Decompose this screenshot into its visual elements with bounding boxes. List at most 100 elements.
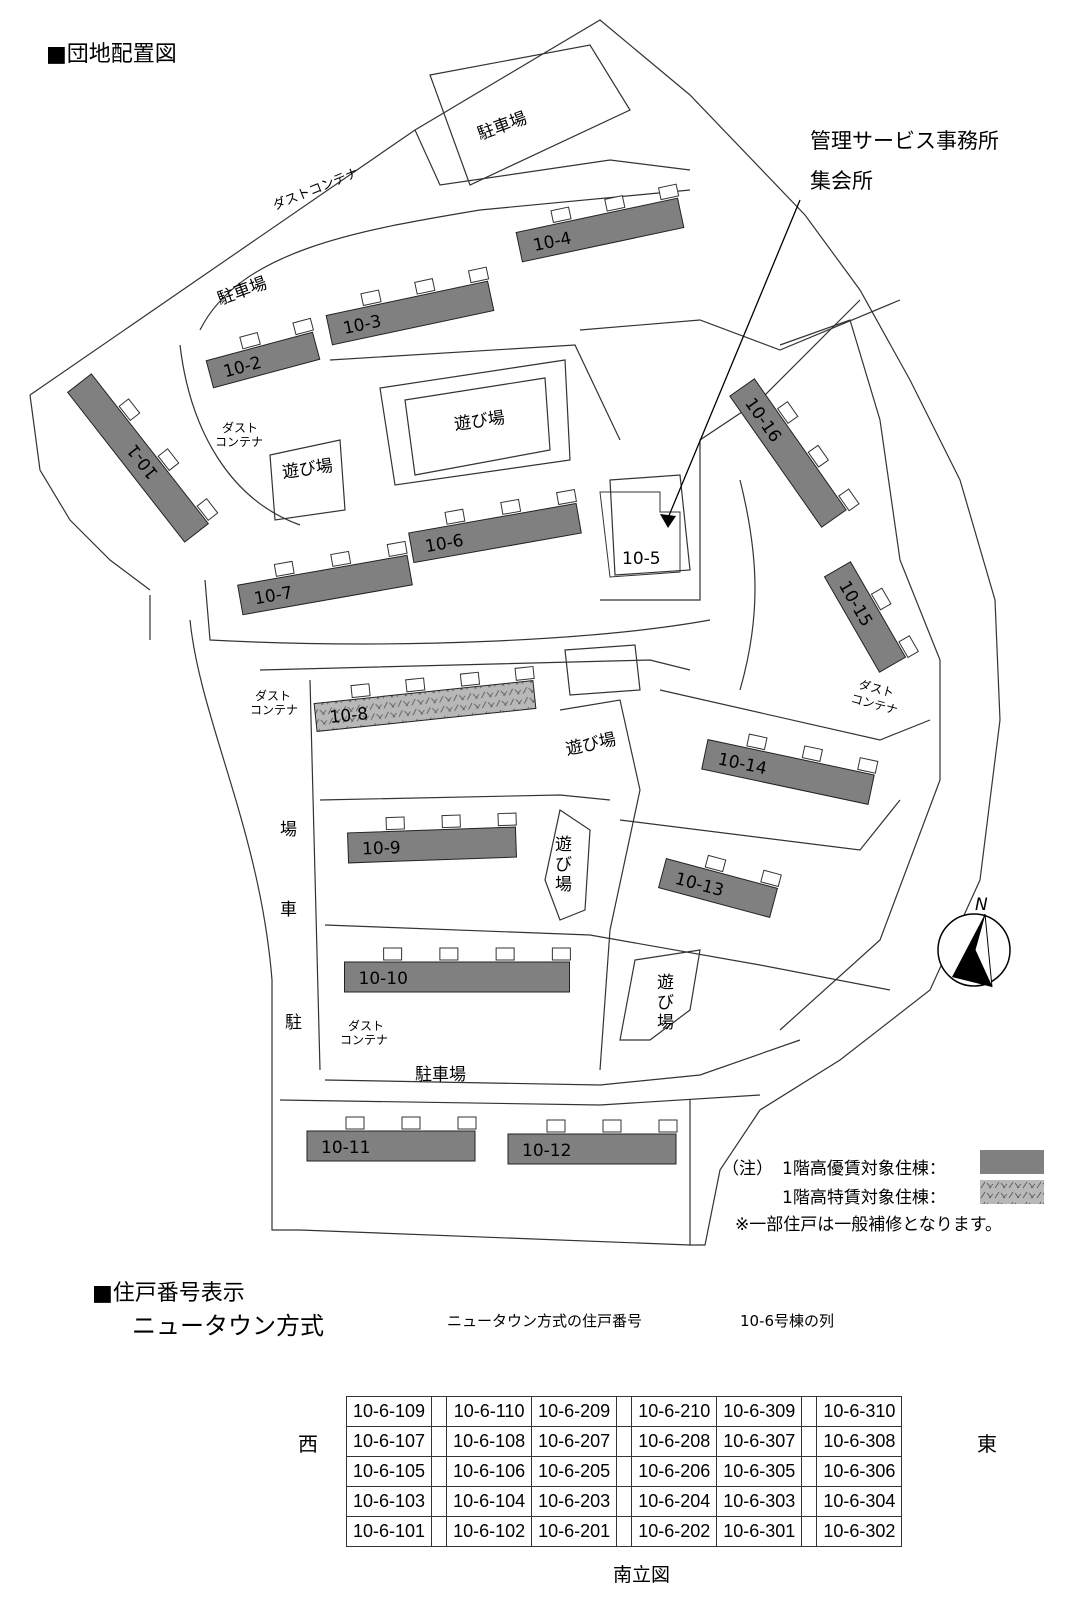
map-title: ■団地配置図: [46, 42, 177, 67]
unit-number: 10-6-201: [531, 1516, 618, 1547]
west-label: 西: [298, 1432, 318, 1456]
playground-label: び: [657, 993, 674, 1013]
building-10-6[interactable]: 10-6: [406, 488, 582, 564]
stair-gap: [616, 1396, 633, 1427]
stair-gap: [616, 1426, 633, 1457]
playground-label: 遊: [657, 973, 674, 993]
legend-footnote: ※一部住戸は一般補修となります。: [735, 1215, 1003, 1235]
unit-number: 10-6-209: [531, 1396, 618, 1427]
building-10-11[interactable]: 10-11: [306, 1116, 477, 1162]
building-label: 10-10: [359, 969, 408, 989]
unit-number: 10-6-305: [716, 1456, 803, 1487]
building-10-9[interactable]: 10-9: [347, 812, 517, 864]
building-label: 10-9: [362, 838, 401, 859]
unit-number: 10-6-107: [345, 1426, 433, 1457]
unit-number: 10-6-202: [631, 1516, 718, 1547]
parking-label: 駐車場: [215, 273, 270, 309]
stair-gap: [801, 1396, 818, 1427]
building-10-4[interactable]: 10-4: [513, 183, 685, 263]
parking-label: 駐車場: [415, 1065, 466, 1085]
building-10-3[interactable]: 10-3: [323, 266, 495, 346]
parking-vertical-label: 場: [280, 820, 297, 840]
building-10-16[interactable]: 10-16: [729, 371, 860, 529]
meeting-hall-label: 集会所: [810, 169, 873, 193]
playground-label: 遊び場: [453, 408, 506, 435]
unit-number: 10-6-101: [345, 1516, 433, 1547]
office-label: 管理サービス事務所: [810, 129, 999, 153]
unit-number: 10-6-306: [816, 1456, 903, 1487]
playground-label: 遊: [555, 835, 572, 855]
stair-gap: [801, 1516, 818, 1547]
unit-number: 10-6-302: [816, 1516, 903, 1547]
dust-container-label: ダスト: [348, 1018, 384, 1033]
building-10-2[interactable]: 10-2: [203, 317, 322, 389]
unit-number: 10-6-303: [716, 1486, 803, 1517]
building-10-8[interactable]: 10-8: [313, 665, 538, 732]
unit-number: 10-6-110: [446, 1396, 533, 1427]
unit-number: 10-6-308: [816, 1426, 903, 1457]
playground-label: 場: [555, 875, 572, 895]
unit-number: 10-6-109: [345, 1396, 433, 1427]
stair-gap: [801, 1486, 818, 1517]
dust-container-label: コンテナ: [215, 435, 263, 449]
east-label: 東: [977, 1432, 997, 1456]
legend-priority-swatch: [980, 1150, 1044, 1174]
unit-number: 10-6-208: [631, 1426, 718, 1457]
unit-number: 10-6-207: [531, 1426, 618, 1457]
unit-number: 10-6-309: [716, 1396, 803, 1427]
unit-number: 10-6-301: [716, 1516, 803, 1547]
stair-gap: [801, 1456, 818, 1487]
stair-gap: [616, 1486, 633, 1517]
stair-gap: [431, 1486, 448, 1517]
stair-gap: [431, 1426, 448, 1457]
building-10-12[interactable]: 10-12: [507, 1119, 678, 1165]
north-compass: N: [937, 895, 1011, 988]
building-10-7[interactable]: 10-7: [235, 540, 413, 616]
unit-number: 10-6-210: [631, 1396, 718, 1427]
stair-gap: [431, 1456, 448, 1487]
unit-number: 10-6-105: [345, 1456, 433, 1487]
units-caption: ニュータウン方式の住戸番号: [447, 1312, 643, 1330]
dust-container-label: ダストコンテナ: [271, 166, 361, 214]
parking-label: 駐車場: [475, 108, 530, 144]
playground-label: び: [555, 855, 572, 875]
legend-special-swatch: [980, 1180, 1044, 1204]
unit-number: 10-6-205: [531, 1456, 618, 1487]
unit-number: 10-6-104: [446, 1486, 533, 1517]
dust-container-label: ダスト: [222, 420, 258, 435]
dust-container-label: コンテナ: [250, 703, 298, 717]
playground-label: 場: [657, 1013, 674, 1033]
units-caption-building: 10-6号棟の列: [740, 1312, 835, 1330]
stair-gap: [431, 1516, 448, 1547]
dust-container-label: ダスト: [255, 688, 291, 703]
unit-number: 10-6-106: [446, 1456, 533, 1487]
dust-container-label: コンテナ: [340, 1033, 388, 1047]
parking-vertical-label: 駐: [285, 1013, 302, 1033]
building-10-15[interactable]: 10-15: [823, 555, 920, 674]
stair-gap: [431, 1396, 448, 1427]
site-map: 10-110-210-310-4 10-5 10-610-7 10-8 10-9 10-1…: [29, 19, 1011, 1246]
unit-number: 10-6-310: [816, 1396, 903, 1427]
office-arrow: [667, 199, 801, 519]
playground-label: 遊び場: [281, 456, 334, 483]
building-10-5[interactable]: 10-5: [599, 491, 681, 578]
units-subheading: ニュータウン方式: [132, 1312, 324, 1340]
building-10-13[interactable]: 10-13: [657, 845, 782, 918]
building-label: 10-12: [522, 1141, 571, 1161]
building-10-1[interactable]: 10-1: [66, 365, 220, 543]
building-10-14[interactable]: 10-14: [701, 726, 879, 805]
building-10-10[interactable]: 10-10: [344, 947, 571, 993]
building-label: 10-8: [329, 704, 369, 728]
unit-number: 10-6-304: [816, 1486, 903, 1517]
south-elevation-label: 南立図: [613, 1564, 671, 1586]
unit-number: 10-6-103: [345, 1486, 433, 1517]
legend-special-label: 1階高特賃対象住棟：: [782, 1188, 946, 1208]
stair-gap: [616, 1516, 633, 1547]
buildings: 10-110-210-310-4 10-5 10-610-7 10-8 10-9 10-1…: [66, 183, 920, 1165]
site-outline: [29, 19, 1001, 1246]
building-label: 10-5: [622, 549, 661, 569]
